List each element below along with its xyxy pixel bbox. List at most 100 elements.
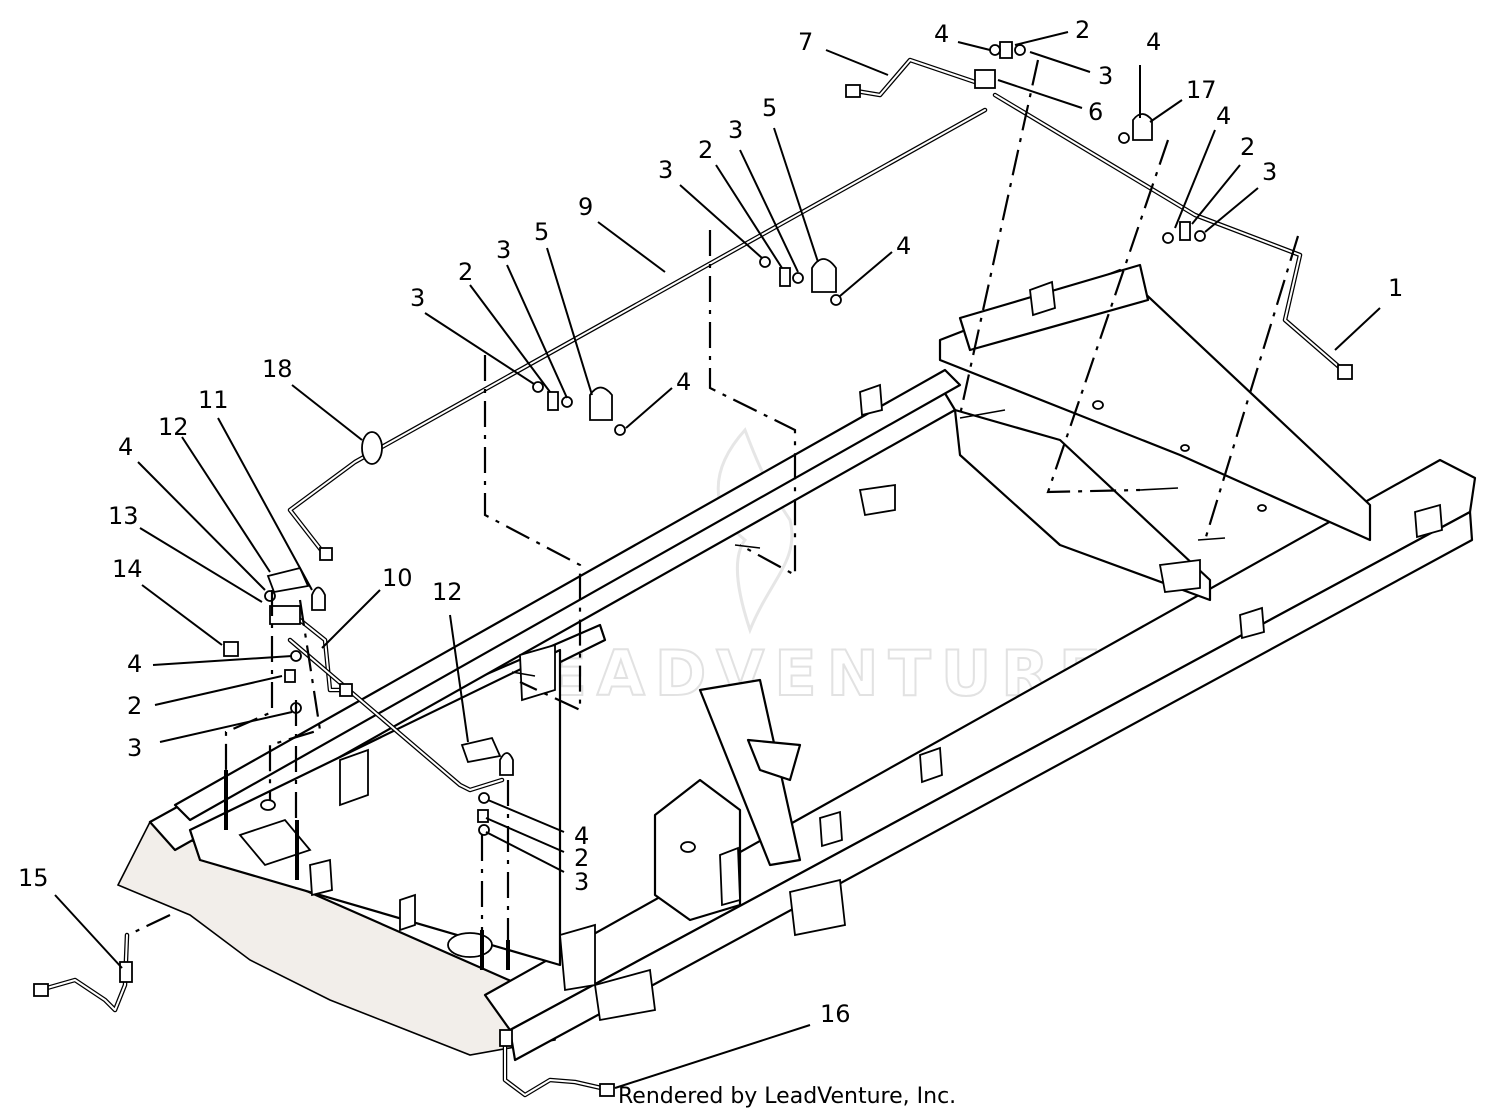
callout-4: 4: [118, 433, 133, 461]
leader-7: [825, 49, 889, 76]
clamp-17: [1132, 113, 1153, 141]
callout-2: 2: [1075, 16, 1090, 44]
callout-3: 3: [574, 868, 589, 896]
nut: [830, 294, 842, 306]
mount-tab: [1414, 503, 1443, 539]
leader-3: [485, 831, 565, 873]
mount-tab: [859, 383, 883, 417]
callout-2: 2: [458, 258, 473, 286]
plate-2: [477, 809, 489, 823]
callout-7: 7: [798, 28, 813, 56]
leader-3: [506, 264, 568, 399]
right-rail-side: [508, 510, 1474, 1062]
callout-labels: 1 2 3 4 6 7 4 17 4 2 3 5 3 2 3 4 9 5 3 2…: [18, 16, 1403, 1028]
callout-12: 12: [432, 578, 463, 606]
mount-tab: [919, 746, 943, 784]
clamp-11b: [499, 752, 514, 776]
fitting: [499, 1029, 513, 1047]
hole: [260, 799, 276, 811]
leader-1: [1334, 307, 1381, 351]
callout-3: 3: [410, 284, 425, 312]
leader-10: [321, 589, 381, 649]
deck-hole: [447, 932, 493, 958]
callout-11: 11: [198, 386, 229, 414]
tube-1: [994, 94, 1346, 373]
fitting: [33, 983, 49, 997]
hitch-plate: [746, 738, 802, 782]
bolt: [1197, 537, 1226, 541]
leader-2: [485, 817, 565, 853]
hitch-arm: [698, 678, 802, 867]
callout-4: 4: [934, 20, 949, 48]
callout-17: 17: [1186, 76, 1217, 104]
plate-2: [779, 267, 791, 287]
mount-tab: [309, 858, 333, 897]
leader-9: [597, 221, 666, 273]
hose-15: [37, 932, 130, 1013]
leader-13: [139, 527, 263, 603]
callout-4: 4: [127, 650, 142, 678]
leader-5: [773, 127, 819, 263]
fitting: [269, 605, 301, 625]
fitting: [223, 641, 239, 657]
nut: [614, 424, 626, 436]
leader-4: [1174, 129, 1216, 229]
callout-3: 3: [127, 734, 142, 762]
clamp-12: [266, 566, 310, 594]
callout-3: 3: [728, 116, 743, 144]
tube-lower: [289, 639, 503, 791]
leader-18: [291, 384, 363, 441]
callout-14: 14: [112, 555, 143, 583]
fitting: [339, 683, 353, 697]
tube-9: [289, 109, 986, 556]
plate-2: [1179, 221, 1191, 241]
leader-2: [1014, 31, 1069, 46]
leader-6: [997, 79, 1083, 109]
callout-2: 2: [574, 844, 589, 872]
plate-2: [284, 669, 296, 683]
fitting: [599, 1083, 615, 1097]
leader-12: [181, 436, 271, 573]
mount-tab: [399, 893, 416, 932]
bolt: [1139, 487, 1179, 491]
deck-plate: [188, 648, 562, 967]
plate-2: [999, 41, 1013, 59]
fitting: [119, 961, 133, 983]
tube-7: [847, 57, 978, 98]
mount-tab: [339, 748, 369, 807]
leader-4: [839, 251, 893, 297]
assembly-lines: [127, 59, 1300, 945]
callout-3: 3: [496, 236, 511, 264]
mount-tab: [789, 878, 846, 937]
watermark: LEADVENTURE: [494, 427, 1102, 711]
mount-tab: [719, 846, 741, 907]
leader-2: [469, 284, 551, 393]
leader-5: [546, 247, 593, 396]
leader-4: [957, 41, 991, 51]
callout-3: 3: [1098, 62, 1113, 90]
mount-tab: [858, 483, 896, 517]
callout-9: 9: [578, 193, 593, 221]
nut: [792, 272, 804, 284]
callout-2: 2: [127, 692, 142, 720]
nut: [1014, 44, 1026, 56]
mount-tab: [819, 810, 843, 848]
stud: [224, 770, 228, 830]
hole: [1092, 400, 1104, 410]
tube-10: [299, 619, 346, 691]
assembly-line: [1046, 139, 1170, 494]
hole: [680, 841, 696, 853]
left-rail-top: [173, 368, 962, 822]
bolt: [734, 544, 761, 549]
hole: [1257, 504, 1267, 512]
mount-tab: [1029, 280, 1056, 317]
nut: [989, 44, 1001, 56]
stud: [295, 820, 299, 880]
bolt: [959, 409, 1006, 419]
hydraulic-lines: [33, 57, 1353, 1098]
leader-2: [154, 675, 283, 706]
nut: [1118, 132, 1130, 144]
hose-15: [39, 934, 128, 1011]
assembly-line: [483, 355, 582, 712]
